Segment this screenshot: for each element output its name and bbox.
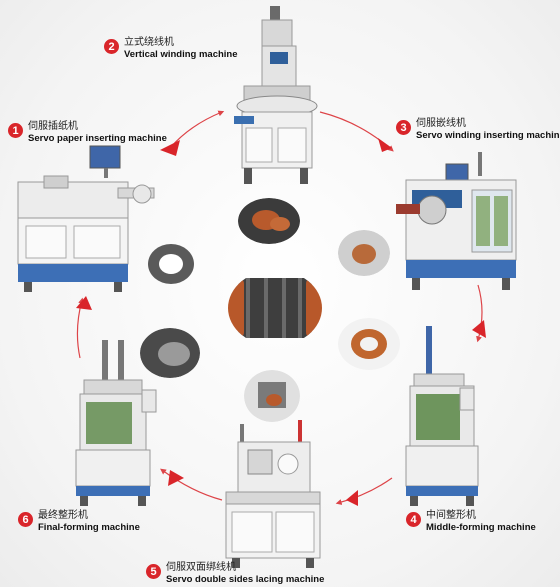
final-forming-machine [75, 340, 157, 506]
step-6-number-badge: 6 [18, 512, 33, 527]
step-4-chinese-name: 中间整形机 [426, 510, 476, 521]
step-1-number-badge: 1 [8, 123, 23, 138]
middle-forming-machine [405, 326, 479, 506]
arrow-4-to-5 [335, 477, 393, 505]
step-2-number-badge: 2 [104, 39, 119, 54]
step-5-number-badge: 5 [146, 564, 161, 579]
lacing-closeup-photo [244, 370, 300, 422]
step-2-label: 2 立式绕线机 Vertical winding machine [104, 37, 238, 61]
vertical-winding-machine [234, 6, 318, 184]
arrow-head-2 [378, 138, 392, 152]
arrow-head-3 [472, 320, 486, 338]
arrow-5-to-6 [160, 468, 223, 501]
arrow-3-to-4 [476, 284, 483, 343]
inserting-closeup-photo [338, 230, 390, 276]
arrow-head-5 [168, 470, 184, 486]
step-5-english-name: Servo double sides lacing machine [166, 574, 325, 585]
paper-inserting-machine [17, 145, 155, 292]
winding-inserting-machine [396, 152, 517, 290]
step-6-chinese-name: 最终整形机 [38, 510, 88, 521]
arrow-head-1 [160, 140, 180, 156]
step-2-chinese-name: 立式绕线机 [124, 37, 174, 48]
lacing-machine [225, 420, 321, 568]
step-3-number-badge: 3 [396, 120, 411, 135]
step-4-label: 4 中间整形机 Middle-forming machine [406, 510, 536, 534]
arrow-head-6 [76, 296, 92, 310]
step-3-chinese-name: 伺服嵌线机 [416, 118, 466, 129]
stator-core-photo [148, 244, 194, 284]
step-5-label: 5 伺服双面绑线机 Servo double sides lacing mach… [146, 562, 324, 586]
step-1-chinese-name: 伺服插纸机 [28, 121, 78, 132]
step-6-label: 6 最终整形机 Final-forming machine [18, 510, 140, 534]
step-4-number-badge: 4 [406, 512, 421, 527]
step-3-label: 3 伺服嵌线机 Servo winding inserting machine [396, 118, 560, 142]
step-1-label: 1 伺服插纸机 Servo paper inserting machine [8, 121, 167, 145]
paper-closeup-photo [140, 328, 200, 378]
step-5-chinese-name: 伺服双面绑线机 [166, 562, 236, 573]
step-3-english-name: Servo winding inserting machine [416, 130, 560, 141]
step-2-english-name: Vertical winding machine [124, 49, 238, 60]
finished-stator-photo [228, 276, 322, 340]
step-4-english-name: Middle-forming machine [426, 522, 536, 533]
step-6-english-name: Final-forming machine [38, 522, 140, 533]
winding-closeup-photo [238, 198, 300, 244]
step-1-english-name: Servo paper inserting machine [28, 133, 167, 144]
arrow-head-4 [346, 490, 358, 506]
middle-forming-closeup-photo [338, 318, 400, 370]
